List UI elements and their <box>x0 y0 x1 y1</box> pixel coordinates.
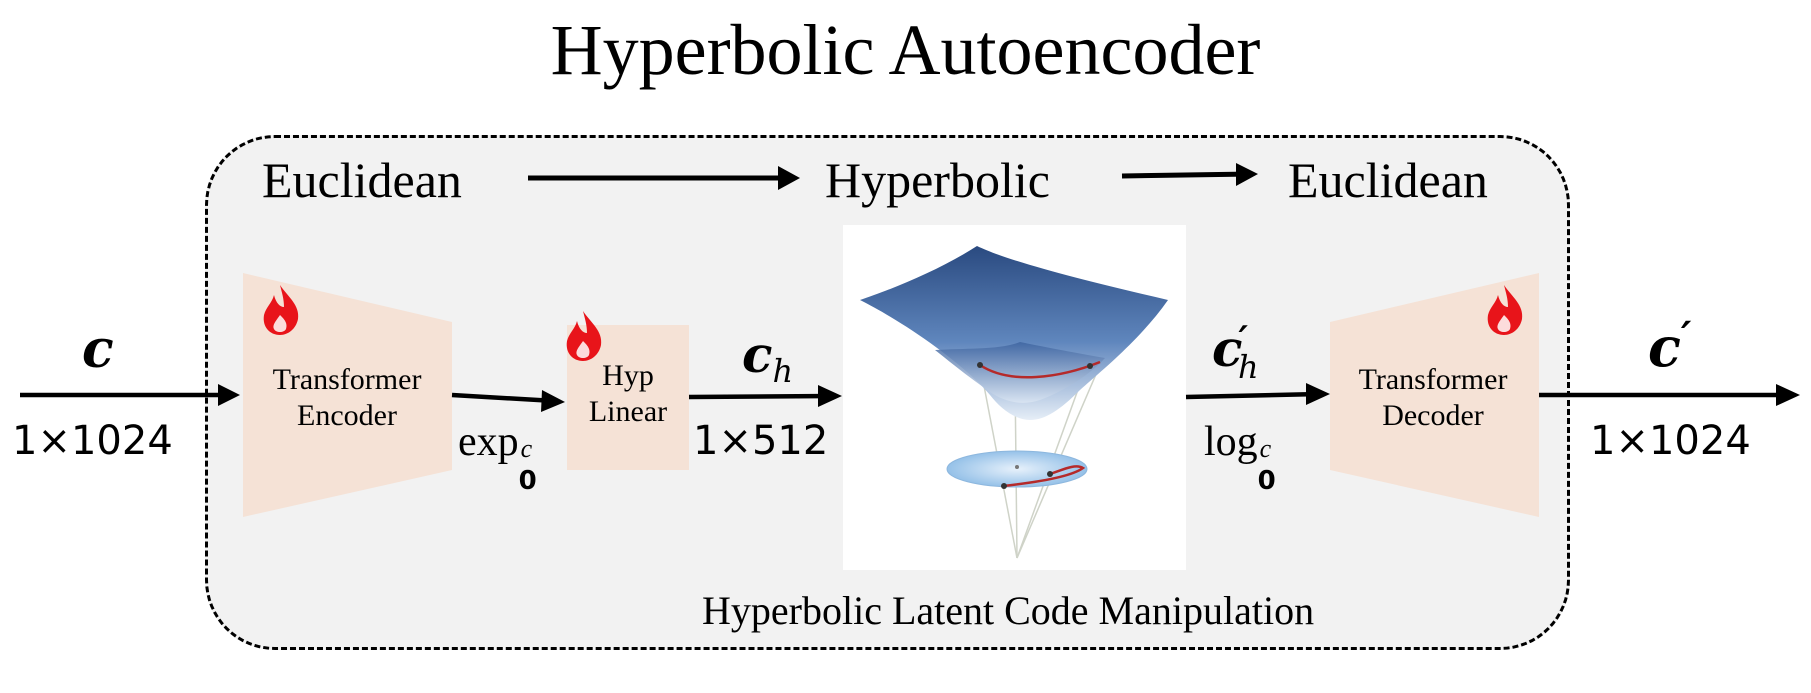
hyp-linear-label-line1: Hyp <box>602 359 654 392</box>
space-label-euclidean-right: Euclidean <box>1288 152 1488 208</box>
hyp-linear-label-line2: Linear <box>588 395 668 428</box>
exp-map-base: exp <box>458 419 519 465</box>
flame-icon <box>263 285 299 335</box>
flame-icon <box>1487 285 1523 335</box>
flame-icon <box>566 311 602 361</box>
log-map-base: log <box>1204 419 1258 465</box>
input-symbol: c <box>82 319 114 380</box>
latent-prime-mark: ′ <box>1238 319 1248 361</box>
output-symbol: c′ <box>1648 313 1691 379</box>
output-symbol-prime: ′ <box>1680 313 1692 360</box>
arrow-hyperboloid-to-decoder <box>1185 391 1321 400</box>
output-symbol-c: c <box>1648 315 1681 379</box>
exp-map-sub: 0 <box>518 466 537 496</box>
geodesic-on-hyperboloid <box>979 360 1101 379</box>
decoder-label-line2: Decoder <box>1382 399 1484 432</box>
latent-symbol: ch <box>742 325 793 391</box>
log-map-sup: c <box>1259 434 1272 463</box>
hyperboloid-illustration <box>860 246 1168 559</box>
input-dim: 1×1024 <box>12 418 173 464</box>
latent-symbol-c: c <box>742 325 773 384</box>
space-label-euclidean-left: Euclidean <box>262 152 462 208</box>
geodesic-on-disk <box>1002 465 1086 488</box>
hyp-linear-label: Hyp Linear <box>567 358 689 430</box>
exp-map-sup: c <box>520 434 533 463</box>
encoder-label-line2: Encoder <box>297 399 397 432</box>
latent-symbol-sub: h <box>772 352 794 390</box>
diagram-title: Hyperbolic Autoencoder <box>550 10 1261 90</box>
latent-prime-c: c <box>1212 319 1243 378</box>
encoder-label: Transformer Encoder <box>247 362 447 434</box>
arrow-hyplinear-to-hyperboloid <box>688 393 833 400</box>
log-map-sub: 0 <box>1257 466 1276 496</box>
decoder-label-line1: Transformer <box>1358 363 1508 396</box>
hyperbolic-caption: Hyperbolic Latent Code Manipulation <box>702 588 1315 633</box>
arrow-encoder-to-hyplinear <box>451 392 556 404</box>
encoder-block <box>243 273 452 517</box>
space-label-hyperbolic: Hyperbolic <box>825 152 1050 208</box>
encoder-label-line1: Transformer <box>272 363 422 396</box>
latent-prime-sub: h <box>1237 348 1259 386</box>
latent-prime-symbol: c′h <box>1212 319 1273 386</box>
decoder-label: Transformer Decoder <box>1333 362 1533 434</box>
latent-dim: 1×512 <box>693 418 829 464</box>
output-dim: 1×1024 <box>1590 418 1751 464</box>
arrow-hyperbolic-to-euclidean <box>1121 171 1253 179</box>
decoder-block <box>1330 273 1539 517</box>
